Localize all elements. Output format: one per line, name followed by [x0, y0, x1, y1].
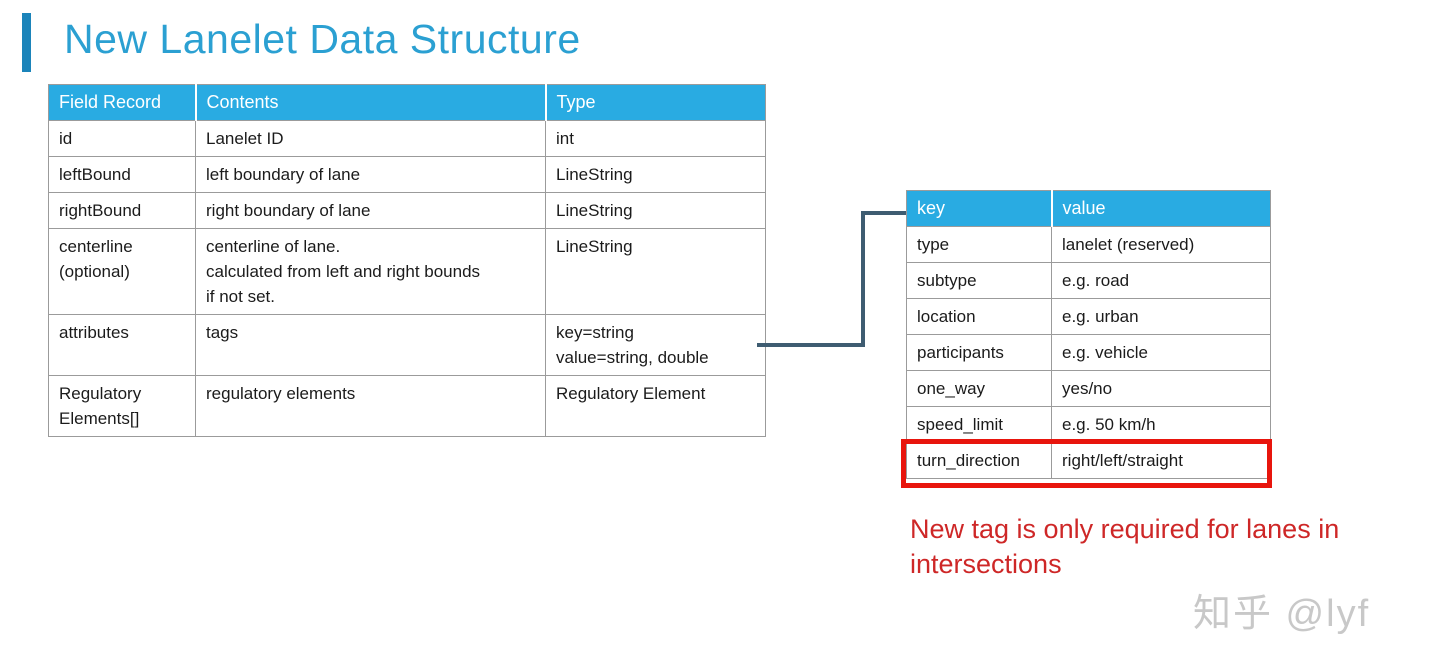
connector-line-top	[861, 211, 907, 215]
table-cell: location	[906, 298, 1052, 335]
annotation-note: New tag is only required for lanes in in…	[910, 514, 1340, 579]
table-cell: e.g. vehicle	[1051, 334, 1271, 371]
column-header: Contents	[195, 84, 547, 121]
table-cell: attributes	[48, 314, 196, 376]
table-cell: right boundary of lane	[195, 192, 546, 229]
table-row: Regulatory Elements[]regulatory elements…	[48, 375, 766, 437]
table-cell: Regulatory Element	[545, 375, 766, 437]
connector-line-bottom	[757, 343, 865, 347]
table-cell: participants	[906, 334, 1052, 371]
table-cell: subtype	[906, 262, 1052, 299]
table-cell: tags	[195, 314, 546, 376]
table-cell: e.g. urban	[1051, 298, 1271, 335]
table-cell: Lanelet ID	[195, 120, 546, 157]
column-header: key	[906, 190, 1053, 227]
table-cell: lanelet (reserved)	[1051, 226, 1271, 263]
title-accent-bar	[22, 13, 31, 72]
table-cell: LineString	[545, 156, 766, 193]
column-header: Type	[545, 84, 766, 121]
table-cell: key=string value=string, double	[545, 314, 766, 376]
table-cell: LineString	[545, 228, 766, 315]
column-header: value	[1051, 190, 1271, 227]
table-cell: turn_direction	[906, 442, 1052, 479]
table-cell: right/left/straight	[1051, 442, 1271, 479]
table-cell: centerline (optional)	[48, 228, 196, 315]
table-cell: e.g. 50 km/h	[1051, 406, 1271, 443]
table-cell: speed_limit	[906, 406, 1052, 443]
table-cell: one_way	[906, 370, 1052, 407]
table-cell: rightBound	[48, 192, 196, 229]
table-cell: leftBound	[48, 156, 196, 193]
table-cell: regulatory elements	[195, 375, 546, 437]
table-cell: yes/no	[1051, 370, 1271, 407]
table-cell: id	[48, 120, 196, 157]
table-cell: left boundary of lane	[195, 156, 546, 193]
table-row: centerline (optional)centerline of lane.…	[48, 228, 766, 315]
column-header: Field Record	[48, 84, 197, 121]
table-cell: int	[545, 120, 766, 157]
table-cell: LineString	[545, 192, 766, 229]
connector-line-vertical	[861, 211, 865, 347]
page-title: New Lanelet Data Structure	[64, 16, 581, 62]
table-cell: Regulatory Elements[]	[48, 375, 196, 437]
watermark: 知乎 @lyf	[1193, 593, 1371, 635]
table-cell: e.g. road	[1051, 262, 1271, 299]
table-cell: centerline of lane. calculated from left…	[195, 228, 546, 315]
table-cell: type	[906, 226, 1052, 263]
